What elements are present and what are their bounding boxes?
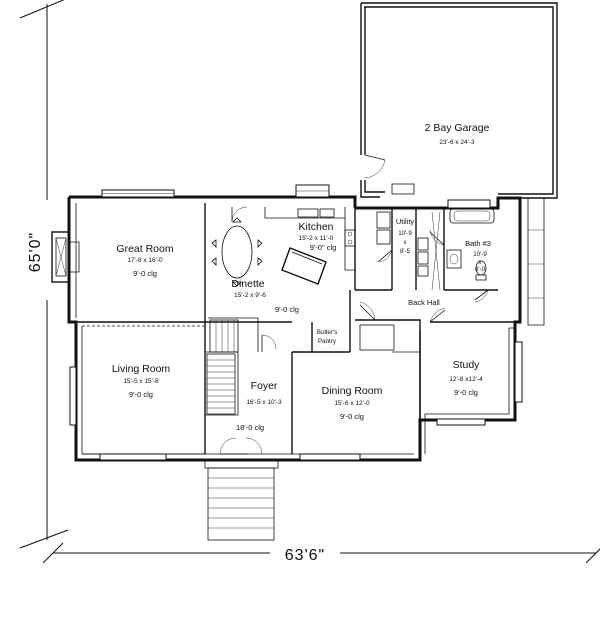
label-butlers-pantry: Butler's Pantry [317, 329, 337, 345]
dinette-table [211, 217, 263, 287]
label-foyer: Foyer 16'-5 x 10'-3 18'-0 clg [236, 380, 282, 432]
label-great-room: Great Room 17'-8 x 16'-0 9'-0 clg [116, 243, 173, 278]
dinette-ceiling: 9'-0 clg [275, 305, 299, 314]
garage-size: 23'-6 x 24'-3 [439, 139, 475, 146]
utility-size-x: x [403, 239, 407, 246]
great-room-name: Great Room [116, 243, 173, 255]
label-utility: Utility 10'-9 x 8'-5 [396, 217, 415, 255]
living-room-size: 15'-5 x 15'-8 [123, 378, 159, 385]
label-back-hall: Back Hall [408, 298, 440, 307]
kitchen-fixtures [264, 207, 356, 285]
utility-size-w: 10'-9 [398, 230, 412, 237]
butlers-line2: Pantry [318, 338, 337, 345]
entry-steps [204, 460, 279, 541]
bath3-name: Bath #3 [465, 239, 491, 248]
bath-fixtures [446, 208, 495, 281]
main-stairs [206, 319, 239, 415]
label-study: Study 12'-8 x12'-4 9'-0 clg [449, 359, 483, 397]
height-dimension: 65'0" [19, 0, 69, 549]
kitchen-name: Kitchen [298, 221, 333, 233]
label-dining-room: Dining Room 15'-6 x 12'-0 9'-0 clg [322, 385, 383, 421]
label-bath3: Bath #3 10'-9 x 6'-0 [465, 239, 491, 273]
doors [219, 206, 489, 455]
great-room-ceiling: 9'-0 clg [133, 269, 157, 278]
study-name: Study [453, 359, 481, 371]
bath3-size-x: x [478, 259, 482, 266]
back-hall-name: Back Hall [408, 298, 440, 307]
width-dimension-label: 63'6" [285, 547, 325, 564]
utility-size-h: 8'-5 [400, 248, 411, 255]
dinette-size: 15'-2 x 9'-6 [234, 292, 266, 299]
width-dimension: 63'6" [42, 542, 600, 564]
foyer-ceiling: 18'-0 clg [236, 423, 264, 432]
living-room-name: Living Room [112, 363, 171, 375]
height-dimension-label: 65'0" [27, 232, 44, 272]
foyer-name: Foyer [251, 380, 278, 392]
living-room-ceiling: 9'-0 clg [129, 390, 153, 399]
interior-walls [76, 203, 515, 454]
utility-name: Utility [396, 217, 415, 226]
bath3-size-w: 10'-9 [473, 251, 487, 258]
label-dinette: Dinette 15'-2 x 9'-6 9'-0 clg [231, 278, 299, 314]
foyer-size: 16'-5 x 10'-3 [246, 399, 282, 406]
garage [360, 2, 558, 326]
study-ceiling: 9'-0 clg [454, 388, 478, 397]
garage-name: 2 Bay Garage [425, 122, 490, 134]
bath3-size-h: 6'-0 [475, 266, 486, 273]
label-living-room: Living Room 15'-5 x 15'-8 9'-0 clg [112, 363, 171, 399]
great-room-size: 17'-8 x 16'-0 [127, 257, 163, 264]
label-garage: 2 Bay Garage 23'-6 x 24'-3 [425, 122, 490, 146]
butlers-line1: Butler's [317, 329, 337, 336]
kitchen-ceiling: 9'-0" clg [310, 243, 337, 252]
study-size: 12'-8 x12'-4 [449, 376, 483, 383]
dining-room-name: Dining Room [322, 385, 383, 397]
dining-room-size: 15'-6 x 12'-0 [334, 400, 370, 407]
windows [69, 184, 523, 461]
kitchen-size: 15'-2 x 11'-0 [299, 235, 334, 242]
utility-fixtures [376, 211, 441, 291]
dinette-name: Dinette [231, 278, 264, 290]
dining-room-ceiling: 9'-0 clg [340, 412, 364, 421]
label-kitchen: Kitchen 15'-2 x 11'-0 9'-0" clg [298, 221, 336, 252]
fireplace [51, 231, 80, 283]
